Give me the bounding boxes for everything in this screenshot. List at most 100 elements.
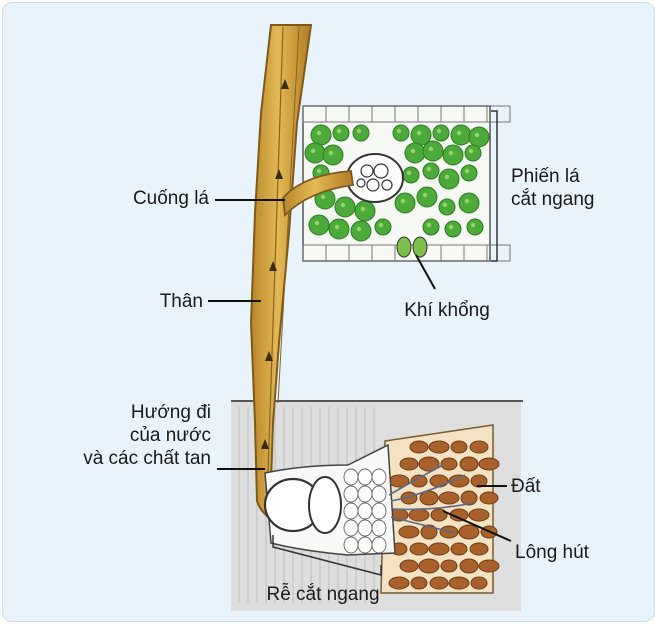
xylem-vessel [356,178,366,188]
soil-particle [458,524,480,540]
mesophyll-cell [332,124,350,142]
root-cross-section [263,443,396,556]
mesophyll-cell [438,198,456,216]
flow-arrow [281,79,289,89]
chloroplast-dot [406,170,412,176]
soil-particle [469,440,489,454]
cortex-cell [357,485,373,503]
label-flow-line-1: Hướng đi [130,402,211,423]
label-soil: Đất [511,476,541,497]
soil-particle [450,542,468,556]
chloroplast-dot [328,150,334,156]
cortex-cell [343,536,359,554]
soil-particle [478,559,500,573]
leaf-cross-section [302,105,511,262]
chloroplast-dot [340,202,346,208]
soil-particle [409,440,429,454]
mesophyll-cell [308,214,330,236]
root-endodermis [308,476,342,534]
soil-particle [418,558,440,574]
soil-area [380,424,500,594]
chloroplast-dot [468,148,474,154]
mesophyll-cell [322,144,344,166]
mesophyll-cells [304,124,490,242]
chloroplast-dot [456,130,462,136]
soil-particle [478,457,500,471]
leaf-bracket [491,110,498,262]
soil-particle [469,542,489,556]
label-flow-line-2: của nước [129,425,211,446]
soil-particle [460,490,478,506]
chloroplast-dot [464,168,470,174]
mesophyll-cell [304,142,326,164]
soil-particle [468,508,490,522]
soil-particle [459,558,479,574]
xylem-vessel [381,179,393,191]
chloroplast-dot [416,130,422,136]
soil-particle [440,457,458,471]
chloroplast-dot [334,224,340,230]
chloroplast-dot [422,192,428,198]
cortex-cell [357,519,373,537]
soil-particle [448,576,470,590]
soil-particle [428,440,450,454]
soil-particle [398,525,420,539]
label-leaf-line-1: Phiến lá [511,166,580,187]
chloroplast-dot [400,198,406,204]
mesophyll-cell [432,124,450,142]
vein-xylem [356,163,393,192]
mesophyll-cell [350,220,372,242]
chloroplast-dot [426,222,432,228]
mesophyll-cell [444,220,462,238]
leaf-vein-bundle [346,153,404,203]
xylem-vessel [360,164,374,178]
cortex-cell [371,485,387,503]
flow-arrow [269,261,277,271]
mesophyll-cell [422,140,444,162]
cortex-cell [371,468,387,486]
soil-particle [479,491,499,505]
label-root-hair: Lông hút [515,542,589,563]
soil-particle [420,524,438,540]
chloroplast-dot [314,220,320,226]
mesophyll-cell [354,200,376,222]
epidermis-cell [486,244,511,262]
chloroplast-dot [410,148,416,154]
root-cortex-cells [343,468,387,554]
mesophyll-cell [404,142,426,164]
mesophyll-cell [438,168,460,190]
cortex-cell [357,502,373,520]
mesophyll-cell [328,218,350,240]
cortex-cell [343,485,359,503]
chloroplast-dot [356,226,362,232]
mesophyll-cell [310,124,332,146]
soil-particle [459,456,479,472]
label-stem: Thân [159,291,203,312]
mesophyll-cell [466,218,484,236]
soil-particle [470,576,488,590]
chloroplast-dot [448,150,454,156]
cortex-cell [357,536,373,554]
cortex-cell [343,502,359,520]
soil-particle [429,474,449,488]
stem-fiber-line [277,26,300,404]
label-flow-line-3: và các chất tan [83,448,211,469]
chloroplast-dot [448,224,454,230]
plant-water-transport-illustration [208,24,523,611]
chloroplast-dot [444,174,450,180]
flow-arrows [261,79,289,449]
chloroplast-dot [360,206,366,212]
chloroplast-dot [378,222,384,228]
soil-particle [410,576,428,590]
mesophyll-cell [442,144,464,166]
flow-arrow [261,439,269,449]
label-leaf-line-2: cắt ngang [511,189,595,210]
mesophyll-cell [394,192,416,214]
mesophyll-cell [352,124,370,142]
mesophyll-cell [450,124,472,146]
xylem-vessel [366,178,380,192]
mesophyll-cell [468,126,490,148]
mesophyll-cell [464,144,482,162]
mesophyll-cell [458,192,480,214]
